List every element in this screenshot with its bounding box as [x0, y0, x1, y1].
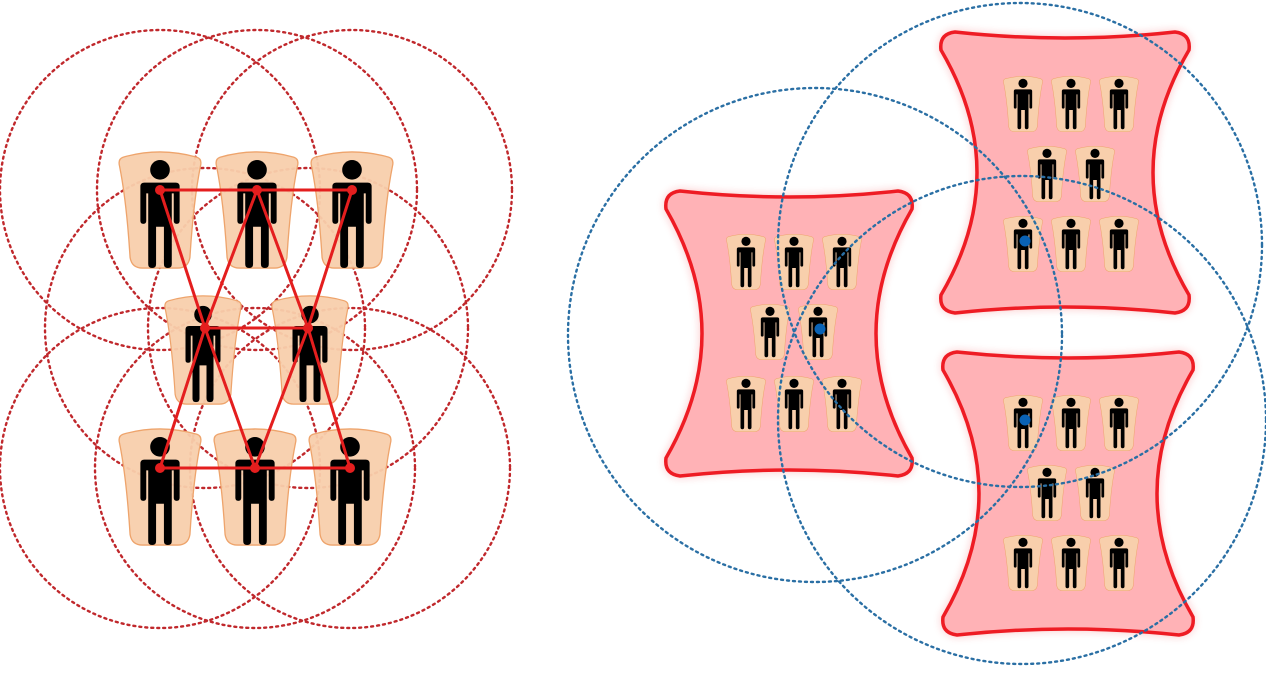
mesh-node	[345, 463, 355, 473]
mesh-node	[155, 463, 165, 473]
cluster-region	[939, 30, 1191, 315]
cluster-region	[941, 350, 1195, 637]
mesh-link	[203, 326, 257, 470]
range-circle	[566, 86, 1064, 584]
mesh-link	[203, 188, 259, 330]
range-circle	[93, 306, 417, 630]
mesh-node	[252, 185, 262, 195]
mesh-link	[306, 326, 352, 470]
range-circle	[95, 28, 419, 352]
mesh-node	[200, 323, 210, 333]
right-range-circles	[566, 1, 1266, 666]
right-clusters	[664, 30, 1195, 637]
cluster-head-marker	[814, 323, 826, 335]
cluster-head-marker	[1019, 235, 1031, 247]
mesh-link	[158, 188, 207, 330]
range-circle	[776, 1, 1264, 489]
mesh-link	[158, 326, 207, 470]
range-circle	[43, 166, 367, 490]
mesh-node	[155, 185, 165, 195]
range-circle	[190, 28, 514, 352]
mesh-node	[347, 185, 357, 195]
mesh-link	[306, 188, 354, 330]
left-mesh-links	[155, 185, 357, 473]
mesh-node	[250, 463, 260, 473]
left-range-circles	[0, 28, 514, 630]
range-circle	[188, 306, 512, 630]
range-circle	[146, 166, 470, 490]
mesh-link	[255, 188, 310, 330]
cluster-outline	[664, 189, 914, 478]
range-circle	[776, 174, 1266, 666]
cluster-region	[664, 189, 914, 478]
mesh-node	[303, 323, 313, 333]
mesh-link	[253, 326, 310, 470]
cluster-head-marker	[1019, 414, 1031, 426]
cluster-outline	[941, 350, 1195, 637]
